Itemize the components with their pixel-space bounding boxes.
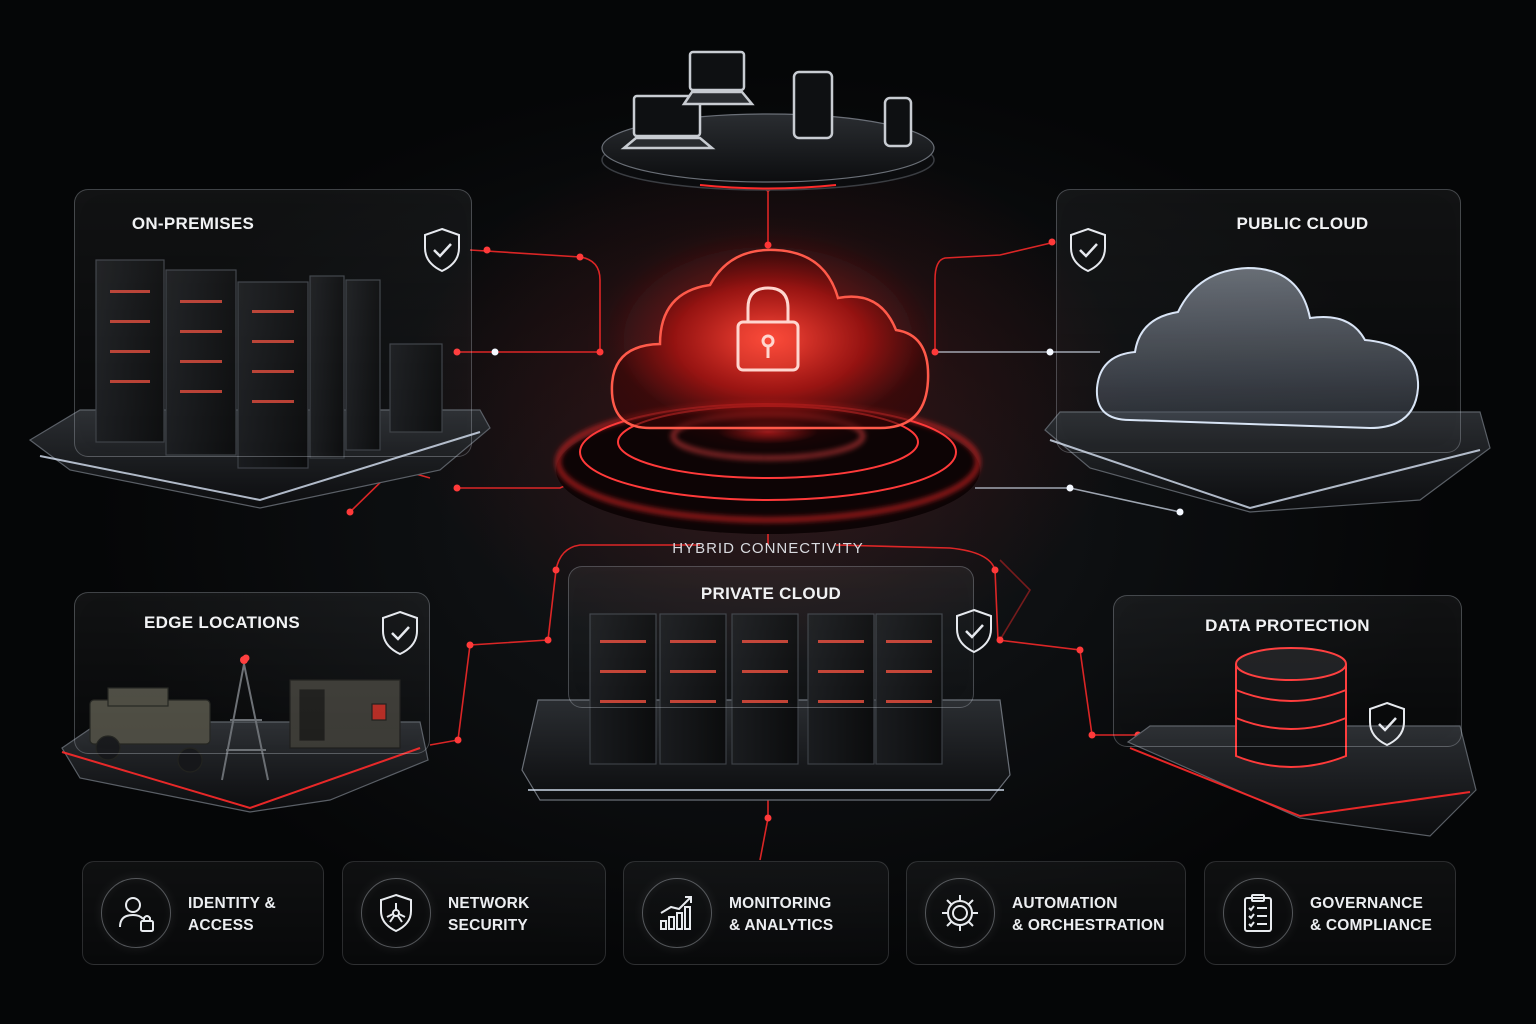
- shield-check-icon: [382, 610, 418, 656]
- white-nodes: [491, 348, 1184, 516]
- capability-card-governance-compliance: GOVERNANCE & COMPLIANCE: [1204, 861, 1456, 965]
- field-shelter-icon: [289, 679, 401, 749]
- card-label-line2: SECURITY: [448, 917, 528, 934]
- public-cloud-panel: PUBLIC CLOUD: [1056, 189, 1461, 453]
- shield-check-icon: [424, 227, 460, 273]
- panel-title: ON-PREMISES: [131, 214, 255, 233]
- on-premises-panel: ON-PREMISES: [74, 189, 472, 457]
- edge-locations-panel: EDGE LOCATIONS: [74, 592, 430, 754]
- radio-tower-icon: [221, 656, 269, 781]
- tablet-icon: [792, 70, 834, 140]
- database-icon: [1235, 647, 1347, 768]
- gear-icon: [925, 878, 995, 948]
- laptop-icon: [681, 50, 755, 106]
- shield-network-icon: [361, 878, 431, 948]
- private-cloud-panel: PRIVATE CLOUD: [568, 566, 992, 708]
- hybrid-connectivity-label: HYBRID CONNECTIVITY: [672, 540, 864, 557]
- card-label-line1: MONITORING: [729, 895, 832, 912]
- shield-check-icon: [956, 608, 992, 654]
- laptop-icon: [620, 94, 716, 150]
- data-protection-platform: [1126, 725, 1477, 837]
- panel-title: DATA PROTECTION: [1205, 616, 1370, 635]
- panel-title: PRIVATE CLOUD: [700, 584, 842, 603]
- server-rack-icon: [589, 613, 943, 765]
- card-label-line1: GOVERNANCE: [1310, 895, 1424, 912]
- capability-card-network-security: NETWORK SECURITY: [342, 861, 606, 965]
- capability-card-monitoring-analytics: MONITORING & ANALYTICS: [623, 861, 889, 965]
- panel-title: EDGE LOCATIONS: [144, 613, 300, 632]
- military-vehicle-icon: [89, 687, 211, 773]
- padlock-icon: [736, 286, 800, 372]
- server-lights: [600, 640, 932, 703]
- card-label-line2: & ANALYTICS: [729, 917, 834, 934]
- server-rack-icon: [95, 259, 443, 469]
- card-label-line2: & COMPLIANCE: [1310, 917, 1433, 934]
- card-label-line1: IDENTITY &: [188, 895, 276, 912]
- card-label-line1: AUTOMATION: [1012, 895, 1118, 912]
- public-cloud-icon: [1095, 266, 1420, 430]
- capability-card-identity-access: IDENTITY & ACCESS: [82, 861, 324, 965]
- secure-cloud-icon: [598, 230, 938, 450]
- phone-icon: [883, 96, 913, 148]
- card-label-line2: & ORCHESTRATION: [1012, 917, 1165, 934]
- user-lock-icon: [101, 878, 171, 948]
- capability-card-automation-orchestration: AUTOMATION & ORCHESTRATION: [906, 861, 1186, 965]
- shield-check-icon: [1369, 701, 1405, 747]
- clipboard-checklist-icon: [1223, 878, 1293, 948]
- server-lights: [110, 290, 294, 403]
- bar-chart-icon: [642, 878, 712, 948]
- card-label-line1: NETWORK: [448, 895, 530, 912]
- data-protection-panel: DATA PROTECTION: [1113, 595, 1462, 747]
- panel-title: PUBLIC CLOUD: [1236, 214, 1369, 233]
- card-label-line2: ACCESS: [188, 917, 254, 934]
- shield-check-icon: [1070, 227, 1106, 273]
